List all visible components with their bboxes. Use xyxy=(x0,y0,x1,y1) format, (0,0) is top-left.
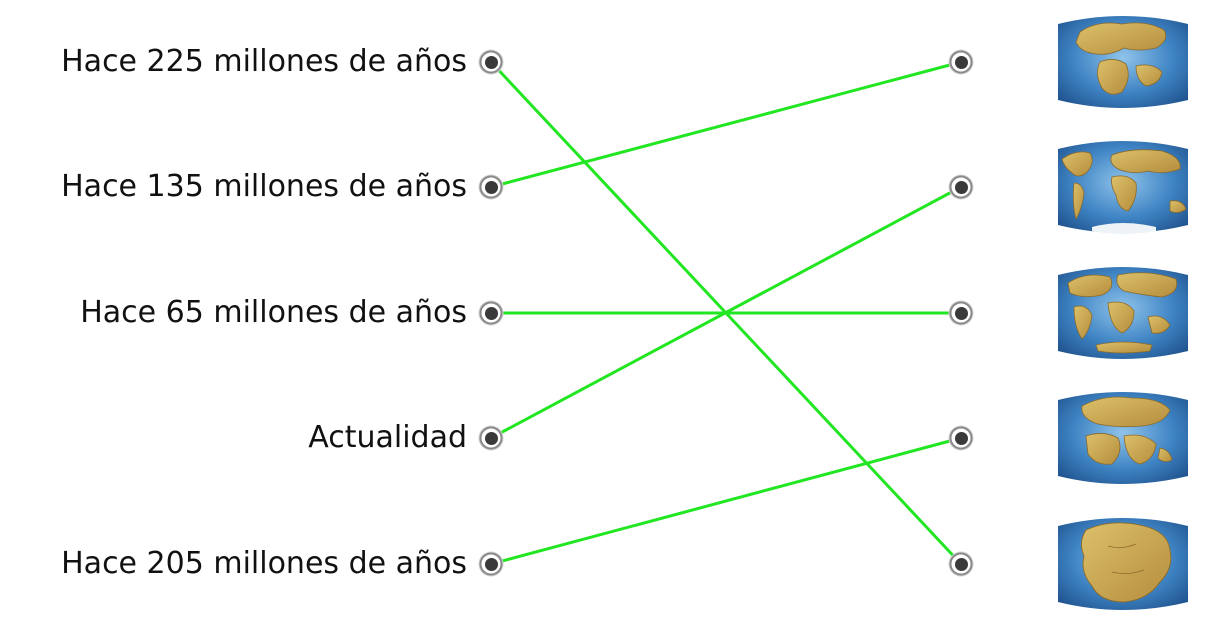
right-connector-5[interactable] xyxy=(949,552,973,576)
connection-line-4 xyxy=(490,185,962,440)
right-connector-2[interactable] xyxy=(949,175,973,199)
right-connector-1[interactable] xyxy=(949,50,973,74)
globe-map-laurasia-gondwana-icon[interactable] xyxy=(1052,390,1194,486)
globe-map-late-cretaceous-icon[interactable] xyxy=(1052,265,1194,361)
globe-map-pangaea-icon[interactable] xyxy=(1052,516,1194,612)
left-connector-5[interactable] xyxy=(479,552,503,576)
period-label-5: Hace 205 millones de años xyxy=(61,546,467,581)
connection-line-1 xyxy=(489,60,963,566)
connection-line-2 xyxy=(490,60,962,189)
period-label-4: Actualidad xyxy=(308,420,467,455)
period-label-2: Hace 135 millones de años xyxy=(61,169,467,204)
right-connector-3[interactable] xyxy=(949,301,973,325)
period-label-3: Hace 65 millones de años xyxy=(80,295,467,330)
period-label-1: Hace 225 millones de años xyxy=(61,44,467,79)
left-connector-1[interactable] xyxy=(479,50,503,74)
left-connector-3[interactable] xyxy=(479,301,503,325)
connection-line-5 xyxy=(490,436,962,566)
globe-map-present-day-continents-icon[interactable] xyxy=(1052,139,1194,235)
right-connector-4[interactable] xyxy=(949,426,973,450)
left-connector-4[interactable] xyxy=(479,426,503,450)
globe-map-continents-separating-icon[interactable] xyxy=(1052,14,1194,110)
left-connector-2[interactable] xyxy=(479,175,503,199)
